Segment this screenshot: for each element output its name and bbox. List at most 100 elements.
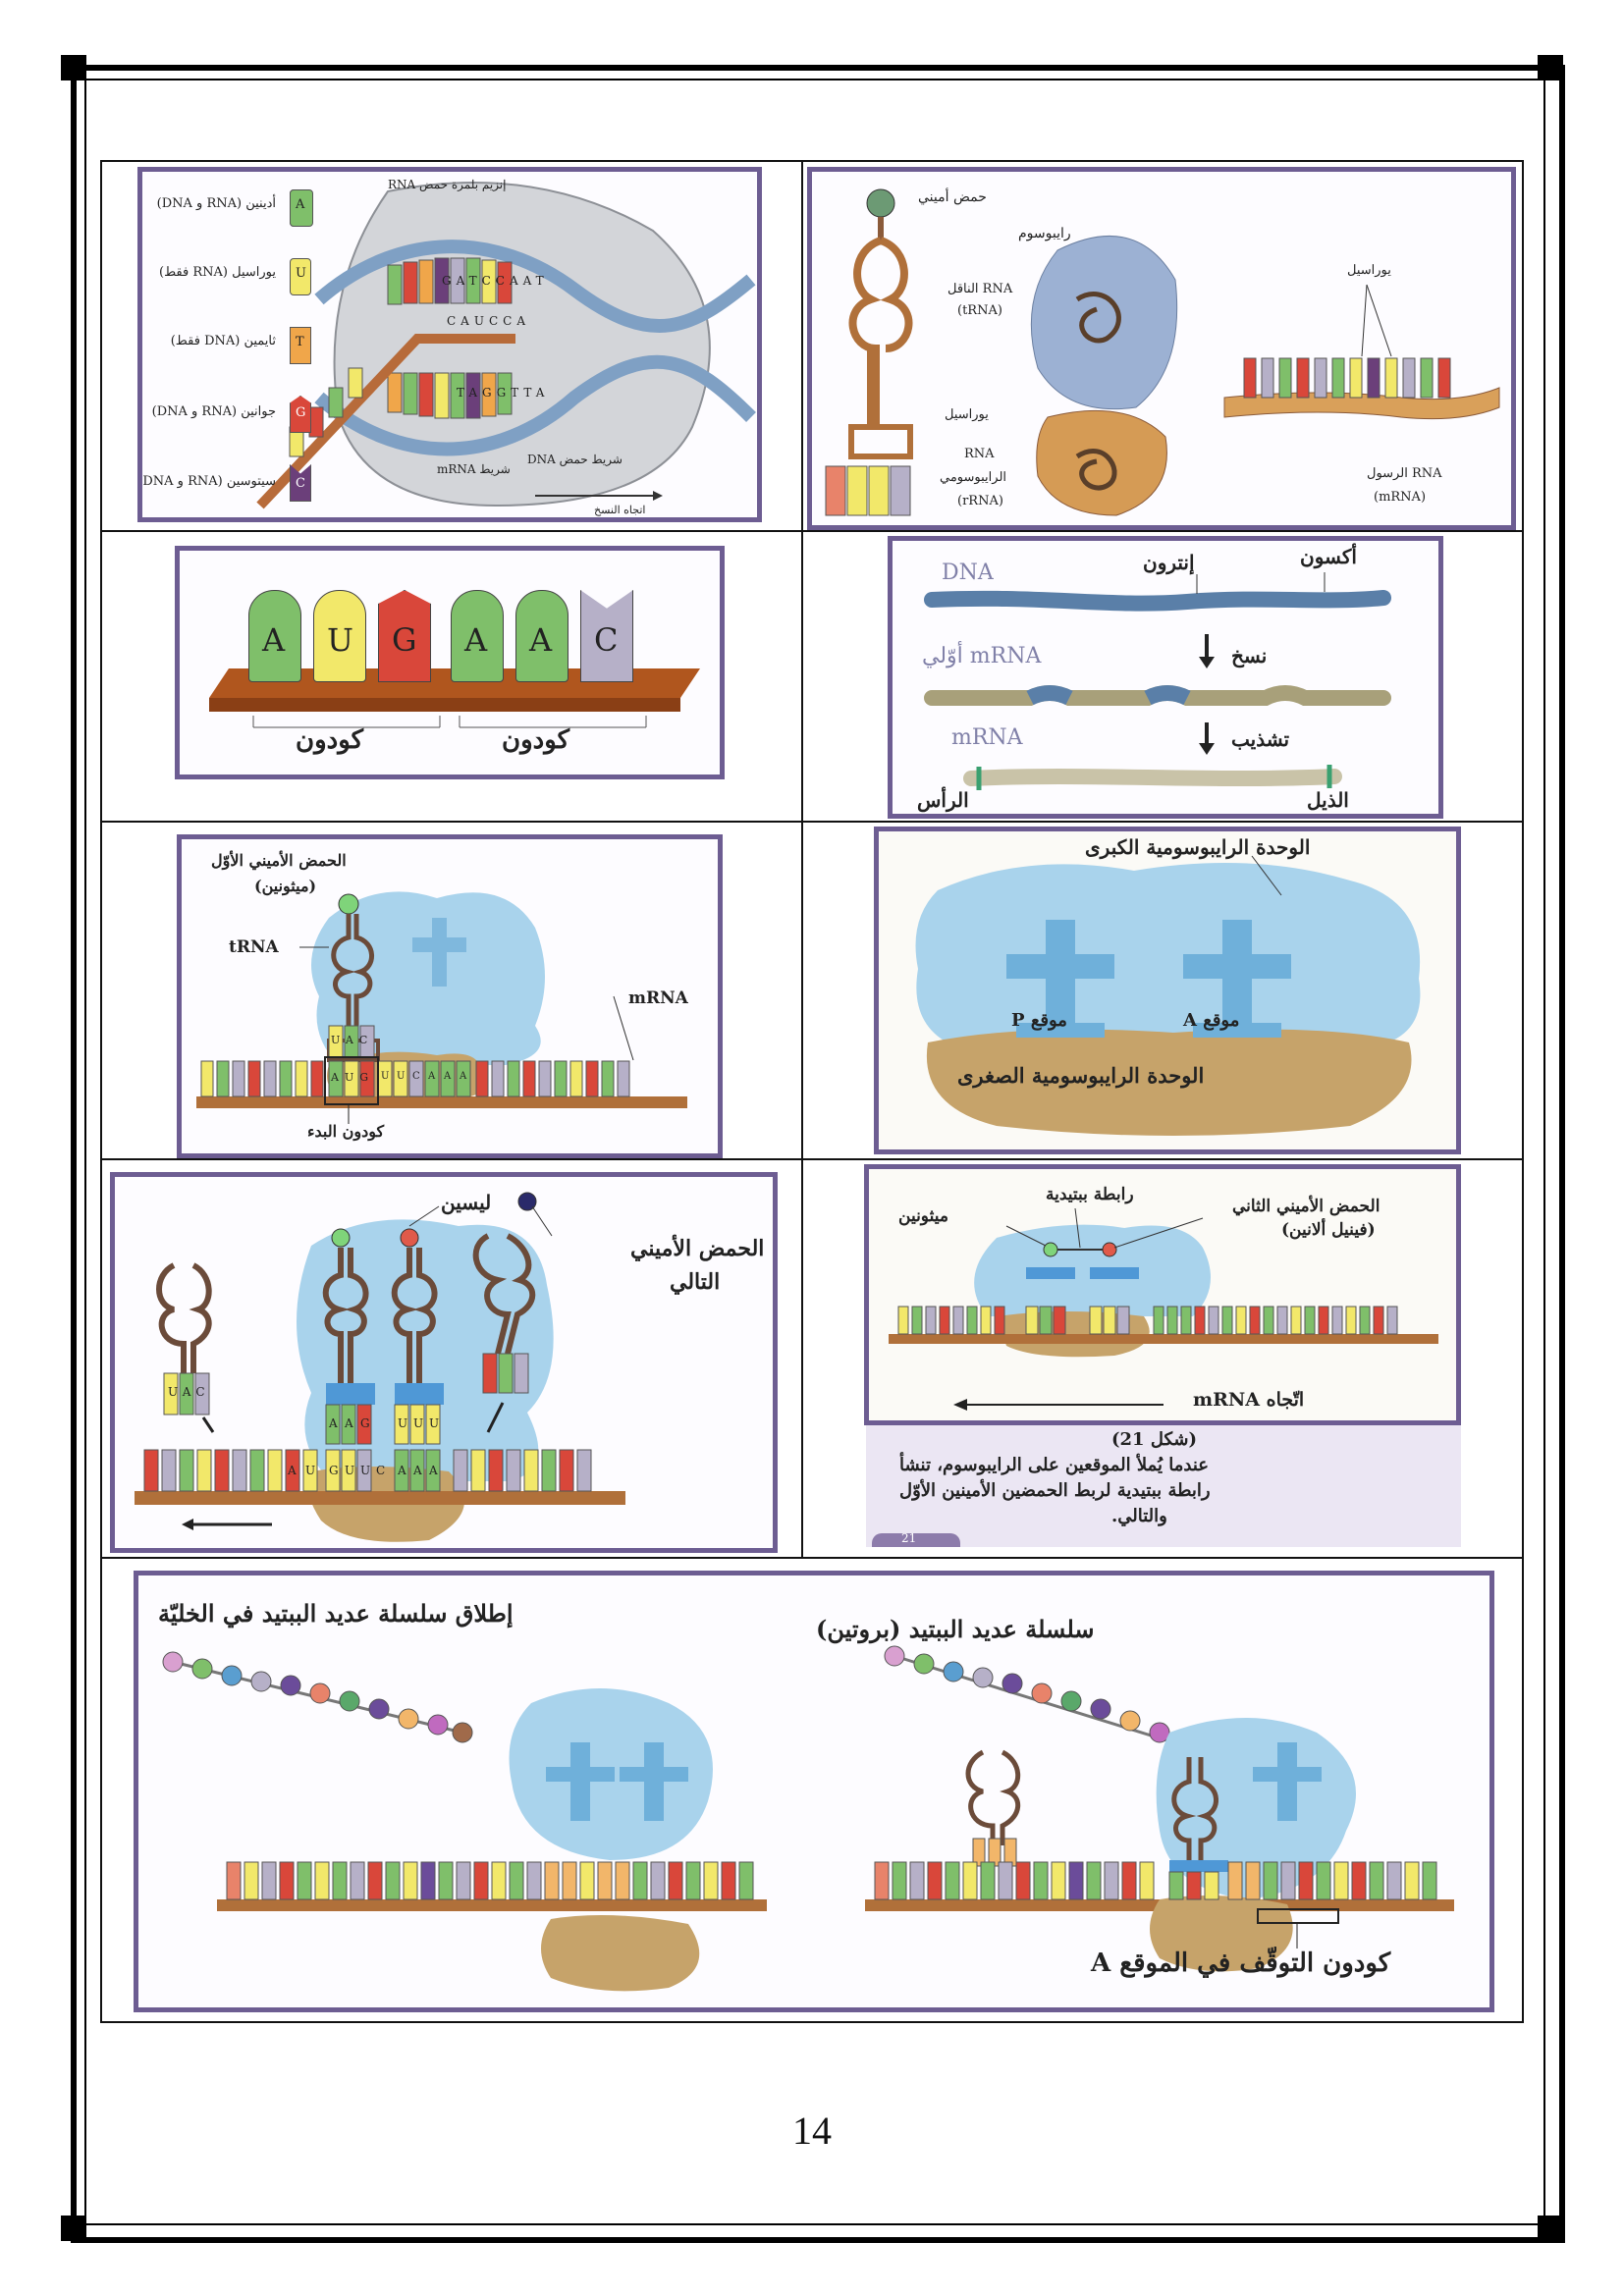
- amino-acid-label: حمض أميني: [918, 189, 987, 205]
- legend-label-adenine: أدينين (RNA و DNA): [156, 196, 276, 211]
- ribosome-sites-illustration: [915, 855, 1421, 1136]
- release-chain-label: إطلاق سلسلة عديد الببتيد في الخليّة: [158, 1599, 514, 1628]
- frame-corner: [61, 2216, 86, 2241]
- trna-label: tRNA: [229, 937, 279, 957]
- elongation-illustration: [135, 1192, 625, 1542]
- anticodon-letters: UAC: [331, 1034, 374, 1046]
- middle-letter: U: [398, 1416, 408, 1430]
- mrna-abbreviation: (mRNA): [1374, 490, 1427, 505]
- legend-letter-t: T: [296, 335, 304, 349]
- mrna-label: mRNA: [628, 988, 688, 1008]
- peptide-bond-figure: رابطة ببتيدية ميثونين الحمض الأميني الثا…: [864, 1164, 1461, 1425]
- pre-mrna-label: mRNA أوّلي: [922, 644, 1042, 668]
- strand-letter: A: [460, 1071, 467, 1082]
- rna-strand-letters: CAUCCA: [447, 314, 530, 328]
- mrna-direction-label: اتّجاه mRNA: [1193, 1389, 1305, 1411]
- transcription-direction-label: اتجاه النسخ: [594, 504, 646, 516]
- rna-polymerase-label: إنزيم بلمرة حمض RNA: [388, 178, 507, 191]
- start-codon-label: كودون البدء: [307, 1122, 385, 1141]
- frame-corner: [1538, 55, 1563, 80]
- legend-letter-a: A: [296, 197, 305, 212]
- left-trna-letters: UAC: [168, 1385, 210, 1399]
- exon-label: أكسون: [1300, 545, 1357, 568]
- mrna-label: RNA الرسول: [1367, 466, 1442, 481]
- middle-letter: A: [345, 1416, 353, 1430]
- start-codon-letters: AUG: [331, 1071, 375, 1084]
- elongation-figure: ليسين الحمض الأميني التالي UAC A A G U U…: [110, 1172, 778, 1553]
- grid-row-divider: [100, 530, 1524, 532]
- transcription-figure: A U T G C أدينين (RNA و DNA) يوراسيل (RN…: [137, 167, 762, 522]
- ribosome-label: رايبوسوم: [1018, 226, 1071, 241]
- codon-base: [248, 590, 301, 682]
- stop-codon-label: كودون التوقّف في الموقع A: [1091, 1949, 1391, 1978]
- frame-corner: [1538, 2216, 1563, 2241]
- polypeptide-chain-label: سلسلة عديد الببتيد (بروتين): [816, 1615, 1095, 1643]
- codon-base: [378, 590, 431, 682]
- codon-letter: A: [262, 621, 286, 659]
- legend-label-guanine: جوانين (RNA و DNA): [151, 404, 276, 419]
- uracil-label-right: يوراسيل: [1347, 263, 1391, 278]
- codons-figure: A U G A A C كودون كودون: [175, 546, 725, 779]
- methionine-label: (ميثونين): [254, 877, 317, 895]
- legend-swatch-bg: [290, 189, 313, 227]
- intron-label: إنترون: [1143, 551, 1195, 574]
- figure-21-caption: (شكل 21) عندما يُملأ الموقعين على الرايب…: [866, 1425, 1461, 1547]
- phenylalanine-label: (فينيل ألانين): [1281, 1220, 1376, 1240]
- editing-label: تشذيب: [1231, 727, 1290, 751]
- legend-swatch-thymine: [290, 327, 311, 364]
- codon-base: [515, 590, 568, 682]
- legend-swatch-guanine: [290, 396, 311, 433]
- bottom-letter: A: [398, 1464, 406, 1477]
- site-a-label: موقع A: [1183, 1010, 1240, 1031]
- codon-letter: G: [392, 621, 417, 659]
- rrna-label-line1: RNA: [964, 447, 995, 461]
- trna-label: RNA الناقل: [947, 282, 1013, 296]
- bottom-letter: A: [413, 1464, 422, 1477]
- site-p-label: موقع P: [1011, 1010, 1067, 1031]
- middle-letter: A: [329, 1416, 338, 1430]
- peptide-bond-illustration: [889, 1207, 1438, 1411]
- rrna-label-line2: الرايبوسومي: [940, 470, 1007, 485]
- grid-row-divider: [100, 1557, 1524, 1559]
- transcription-illustration: [256, 182, 756, 509]
- codon-label-left: كودون: [296, 725, 364, 755]
- bottom-letter: C: [376, 1464, 386, 1477]
- bottom-letter: A: [429, 1464, 438, 1477]
- legend-label-uracil: يوراسيل (RNA فقط): [159, 265, 276, 280]
- rna-types-figure: حمض أميني رايبوسوم RNA الناقل (tRNA) يور…: [807, 167, 1516, 530]
- bottom-letter: U: [305, 1464, 316, 1477]
- frame-corner: [61, 55, 86, 80]
- codon-label-right: كودون: [502, 725, 570, 755]
- strand-letter: U: [397, 1071, 406, 1082]
- page-number: 14: [792, 2109, 832, 2153]
- caption-line-2: رابطة ببتيدية لربط الحمضين الأمينين الأو…: [899, 1480, 1211, 1501]
- strand-letter: A: [444, 1071, 452, 1082]
- figure-label: (شكل 21): [1111, 1429, 1198, 1450]
- codon-letter: A: [464, 621, 488, 659]
- codon-letter: U: [327, 621, 353, 659]
- splicing-figure: DNA إنترون أكسون mRNA أوّلي نسخ mRNA تشذ…: [888, 536, 1443, 819]
- grid-column-divider: [801, 160, 803, 1558]
- caption-line-3: والتالي.: [1111, 1506, 1167, 1526]
- strand-letter: A: [428, 1071, 436, 1082]
- dna-strand-label: شريط حمض DNA: [527, 453, 623, 466]
- codon-base: [313, 590, 366, 682]
- termination-illustration: [162, 1645, 1454, 1992]
- second-amino-acid-label: الحمض الأميني الثاني: [1232, 1197, 1380, 1216]
- initiation-figure: الحمض الأميني الأوّل (ميثونين) tRNA mRNA…: [177, 834, 723, 1158]
- middle-letter: U: [429, 1416, 440, 1430]
- figure-grid: [100, 160, 1524, 2023]
- bottom-letter: A: [288, 1464, 297, 1477]
- dna-label: DNA: [942, 561, 994, 585]
- head-label: الرأس: [917, 788, 969, 812]
- legend-letter-u: U: [296, 266, 306, 281]
- termination-figure: إطلاق سلسلة عديد الببتيد في الخليّة سلسل…: [134, 1571, 1494, 2012]
- grid-row-divider: [100, 1158, 1524, 1160]
- middle-letter: U: [413, 1416, 424, 1430]
- legend-label-thymine: ثايمين (DNA فقط): [170, 334, 276, 348]
- page-frame-inner: [84, 79, 1545, 2225]
- codon-letter: A: [529, 621, 553, 659]
- uracil-label-left: يوراسيل: [945, 407, 989, 422]
- legend-letter-g: G: [296, 405, 306, 420]
- caption-line-1: عندما يُملأ الموقعين على الرايبوسوم، تنش…: [899, 1455, 1210, 1475]
